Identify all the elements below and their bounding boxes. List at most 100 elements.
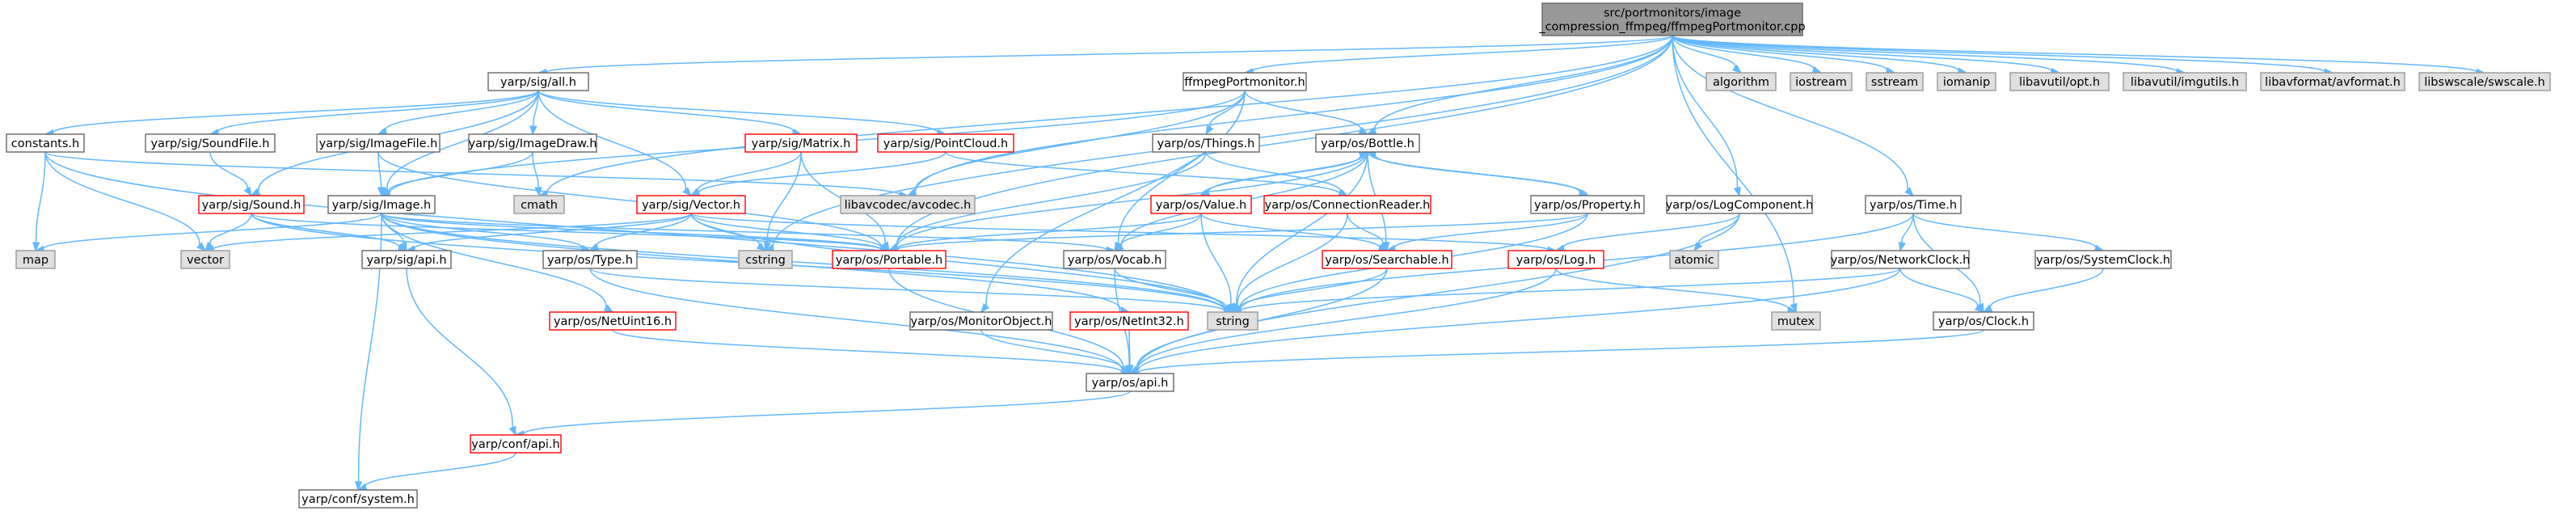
- node-label: yarp/sig/Image.h: [332, 199, 431, 212]
- node-label: src/portmonitors/image: [1604, 7, 1741, 20]
- node-box: [1207, 311, 1258, 331]
- node-label: yarp/os/Property.h: [1534, 199, 1641, 212]
- node-matrix[interactable]: yarp/sig/Matrix.h: [744, 133, 858, 153]
- node-sound[interactable]: yarp/sig/Sound.h: [198, 195, 305, 214]
- node-sigapi[interactable]: yarp/sig/api.h: [361, 250, 452, 269]
- node-box: [6, 133, 85, 153]
- edge-constants-to-map: [32, 151, 46, 252]
- node-label: mutex: [1777, 315, 1815, 328]
- node-box: [1263, 195, 1431, 214]
- node-label: yarp/conf/api.h: [471, 438, 559, 451]
- node-label: yarp/os/Portable.h: [836, 254, 942, 267]
- node-netclock[interactable]: yarp/os/NetworkClock.h: [1831, 250, 1971, 269]
- edge-imagefile-to-image: [377, 151, 386, 197]
- node-box: [487, 72, 589, 91]
- node-label: libavformat/avformat.h: [2265, 76, 2401, 89]
- node-type[interactable]: yarp/os/Type.h: [542, 250, 638, 269]
- node-box: [180, 250, 230, 269]
- node-box: [1669, 250, 1719, 269]
- node-property[interactable]: yarp/os/Property.h: [1530, 195, 1645, 214]
- edge-value-to-string: [1200, 213, 1235, 314]
- node-box: [840, 195, 976, 214]
- node-label: yarp/os/Type.h: [547, 254, 633, 267]
- edge-netint32-to-osapi: [1126, 329, 1134, 375]
- node-all[interactable]: yarp/sig/all.h: [487, 72, 589, 91]
- node-constants[interactable]: constants.h: [6, 133, 85, 153]
- node-label: algorithm: [1713, 76, 1769, 89]
- node-imagedraw[interactable]: yarp/sig/ImageDraw.h: [468, 133, 597, 153]
- node-root[interactable]: src/portmonitors/image_compression_ffmpe…: [1538, 2, 1806, 36]
- node-vector: vector: [180, 250, 230, 269]
- node-box: [298, 489, 418, 509]
- node-box: [1152, 133, 1260, 153]
- node-label: yarp/os/LogComponent.h: [1666, 199, 1814, 212]
- node-label: atomic: [1674, 254, 1714, 267]
- node-things[interactable]: yarp/os/Things.h: [1152, 133, 1260, 153]
- node-osapi[interactable]: yarp/os/api.h: [1086, 373, 1174, 392]
- node-label: sstream: [1871, 76, 1918, 89]
- node-box: [2009, 72, 2110, 91]
- node-label: yarp/sig/Vector.h: [642, 199, 740, 212]
- node-time[interactable]: yarp/os/Time.h: [1865, 195, 1962, 214]
- edge-imagedraw-to-image: [380, 151, 533, 196]
- node-netint32[interactable]: yarp/os/NetInt32.h: [1069, 311, 1189, 331]
- node-value[interactable]: yarp/os/Value.h: [1150, 195, 1252, 214]
- edge-connreader-to-searchable: [1347, 213, 1388, 252]
- node-box: [877, 133, 1014, 153]
- node-label: yarp/os/Clock.h: [1938, 315, 2029, 328]
- node-log[interactable]: yarp/os/Log.h: [1507, 250, 1604, 269]
- node-box: [2260, 72, 2405, 91]
- node-clock[interactable]: yarp/os/Clock.h: [1933, 311, 2034, 331]
- node-connreader[interactable]: yarp/os/ConnectionReader.h: [1263, 195, 1431, 214]
- node-vocab[interactable]: yarp/os/Vocab.h: [1063, 250, 1166, 269]
- node-box: [1771, 311, 1821, 331]
- node-label: yarp/sig/all.h: [500, 76, 576, 89]
- node-box: [468, 133, 597, 153]
- node-cstring: cstring: [738, 250, 793, 269]
- node-confapi[interactable]: yarp/conf/api.h: [470, 434, 562, 454]
- node-box: [1865, 195, 1962, 214]
- node-box: [1063, 250, 1166, 269]
- node-logcomp[interactable]: yarp/os/LogComponent.h: [1666, 195, 1814, 214]
- node-bottle[interactable]: yarp/os/Bottle.h: [1315, 133, 1420, 153]
- node-label: yarp/os/Log.h: [1516, 254, 1596, 267]
- node-box: [1150, 195, 1252, 214]
- node-system[interactable]: yarp/conf/system.h: [298, 489, 418, 509]
- node-box: [1322, 250, 1452, 269]
- node-box: [738, 250, 793, 269]
- node-sysclock[interactable]: yarp/os/SystemClock.h: [2034, 250, 2172, 269]
- node-label: yarp/os/Bottle.h: [1321, 137, 1414, 150]
- node-atomic: atomic: [1669, 250, 1719, 269]
- node-imgutils: libavutil/imgutils.h: [2123, 72, 2247, 91]
- node-label: libavutil/imgutils.h: [2131, 76, 2239, 89]
- node-iostream: iostream: [1790, 72, 1853, 91]
- node-sigvector[interactable]: yarp/sig/Vector.h: [636, 195, 746, 214]
- node-monitorobj[interactable]: yarp/os/MonitorObject.h: [909, 311, 1053, 331]
- node-imagefile[interactable]: yarp/sig/ImageFile.h: [316, 133, 441, 153]
- node-box: [2123, 72, 2247, 91]
- edge-all-to-sigvector: [538, 90, 692, 196]
- edge-pointcloud-to-sigvector: [689, 151, 947, 197]
- node-soundfile[interactable]: yarp/sig/SoundFile.h: [145, 133, 276, 153]
- node-box: [145, 133, 276, 153]
- node-portable[interactable]: yarp/os/Portable.h: [832, 250, 947, 269]
- edge-root-to-all: [537, 35, 1673, 77]
- node-box: [1183, 72, 1307, 91]
- node-label: yarp/sig/PointCloud.h: [883, 137, 1008, 150]
- node-label: libavcodec/avcodec.h: [845, 199, 972, 212]
- node-label: yarp/os/Time.h: [1870, 199, 1957, 212]
- node-ffmpeg_h[interactable]: ffmpegPortmonitor.h: [1183, 72, 1307, 91]
- node-map: map: [15, 250, 56, 269]
- node-swscale: libswscale/swscale.h: [2418, 72, 2551, 91]
- edge-log-to-mutex: [1555, 268, 1798, 314]
- node-box: [15, 250, 56, 269]
- edge-sigapi-to-confapi: [406, 268, 516, 437]
- node-algorithm: algorithm: [1705, 72, 1777, 91]
- node-image[interactable]: yarp/sig/Image.h: [327, 195, 436, 214]
- node-label: yarp/os/NetworkClock.h: [1831, 254, 1971, 267]
- node-searchable[interactable]: yarp/os/Searchable.h: [1322, 250, 1452, 269]
- node-label: _compression_ffmpeg/ffmpegPortmonitor.cp…: [1538, 21, 1805, 34]
- node-box: [1866, 72, 1924, 91]
- node-netuint16[interactable]: yarp/os/NetUint16.h: [549, 311, 677, 331]
- node-pointcloud[interactable]: yarp/sig/PointCloud.h: [877, 133, 1014, 153]
